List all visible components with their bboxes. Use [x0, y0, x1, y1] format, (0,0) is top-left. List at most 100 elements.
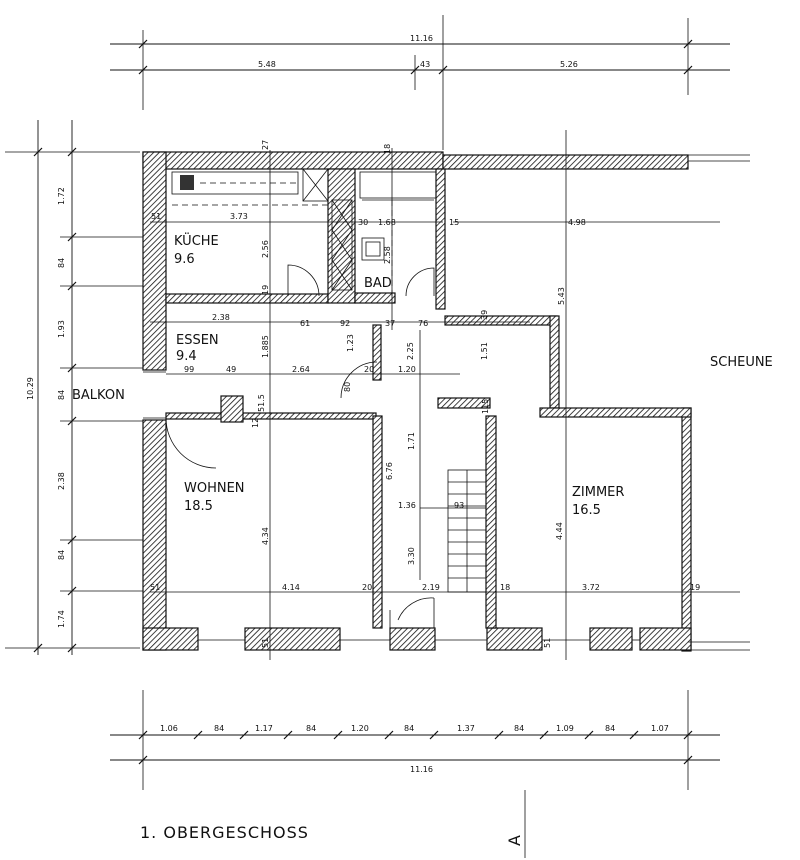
wall-bottom-5	[589, 627, 633, 651]
label-balkon: BALKON	[72, 388, 125, 403]
dim-bottom-seg-8: 84	[514, 724, 524, 733]
dim-wall-51e: 51	[543, 638, 552, 648]
dim-bad-wall: 30	[358, 218, 368, 227]
bottom-dimension-chain: 1.06 84 1.17 84 1.20 84 1.37 84 1.09 84 …	[110, 690, 720, 790]
dim-left-seg-3: 1.93	[57, 320, 66, 338]
wall-bottom-6	[639, 627, 692, 651]
wall-top-right	[442, 154, 689, 170]
wall-flur-top	[444, 315, 558, 326]
dim-bottom-total: 11.16	[410, 765, 433, 774]
wall-bottom-3	[389, 627, 436, 651]
title-block: 1. OBERGESCHOSS A	[140, 790, 526, 858]
wall-right	[681, 407, 692, 652]
wall-wohnen-top	[165, 412, 377, 420]
room-kueche-name: KÜCHE	[174, 232, 219, 249]
top-dimension-chain: 11.16 5.48 43 5.26	[110, 15, 730, 150]
dim-bottom-414: 4.14	[282, 583, 300, 592]
wall-stair-top	[437, 397, 491, 409]
dim-wall-51b: 51.5	[257, 394, 266, 412]
dim-kueche-h: 2.56	[261, 240, 270, 258]
wall-flur-left	[372, 415, 383, 629]
dim-row-49: 49	[226, 365, 236, 374]
dim-bottom-219: 2.19	[422, 583, 440, 592]
dim-wall-51c: 51	[150, 583, 160, 592]
dim-row-99: 99	[184, 365, 194, 374]
dim-wall-51d: 51	[261, 638, 270, 648]
dim-flur-93: 93	[454, 501, 464, 510]
dim-bottom-seg-11: 1.07	[651, 724, 669, 733]
room-essen-area: 9.4	[176, 349, 197, 364]
dim-row-120: 1.20	[398, 365, 416, 374]
door-essen-flur	[340, 361, 378, 399]
dim-essen-w: 2.38	[212, 313, 230, 322]
dim-bottom-seg-7: 1.37	[457, 724, 475, 733]
dim-row-80: 80	[343, 382, 352, 392]
wall-essen-divider	[372, 324, 382, 381]
dim-left-total: 10.29	[26, 377, 35, 400]
wall-bottom-4	[486, 627, 543, 651]
dim-bad-w: 1.68	[378, 218, 396, 227]
room-wohnen-area: 18.5	[184, 499, 213, 514]
wall-scheune-inner	[549, 315, 560, 409]
dim-left-seg-2: 84	[57, 258, 66, 268]
wall-zimmer-top	[539, 407, 692, 418]
dim-top-mid: 43	[420, 60, 430, 69]
dim-zimmer-h: 4.44	[555, 522, 564, 540]
wall-kueche-bottom	[165, 293, 329, 304]
dim-row-264: 2.64	[292, 365, 310, 374]
dim-essen-39: 39	[480, 310, 489, 320]
fixtures	[143, 148, 750, 651]
label-scheune: SCHEUNE	[710, 355, 773, 370]
dim-wall-18a: 18	[383, 144, 392, 154]
dim-essen-151: 1.51	[480, 342, 489, 360]
dim-bottom-seg-5: 1.20	[351, 724, 369, 733]
dim-bottom-seg-1: 1.06	[160, 724, 178, 733]
dim-left-seg-5: 2.38	[57, 472, 66, 490]
dim-wall-19a: 19	[261, 285, 270, 295]
dim-essen-h: 1.885	[261, 335, 270, 358]
dim-wall-51a: 51	[151, 212, 161, 221]
dim-right-h: 5.43	[557, 287, 566, 305]
wall-top-left	[142, 151, 444, 170]
dim-flur-136: 1.36	[398, 501, 416, 510]
dim-wohnen-h: 4.34	[261, 527, 270, 545]
dim-kueche-w: 3.73	[230, 212, 248, 221]
section-mark: A	[505, 834, 524, 846]
dim-bottom-seg-3: 1.17	[255, 724, 273, 733]
dim-essen-76: 76	[418, 319, 428, 328]
room-essen-name: ESSEN	[176, 333, 219, 348]
room-kueche-area: 9.6	[174, 252, 195, 267]
left-dimension-chain: 10.29 1.72 84 1.93 84 2.38 84 1.74	[5, 120, 150, 655]
dim-bottom-seg-10: 84	[605, 724, 615, 733]
dim-essen-61: 61	[300, 319, 310, 328]
door-flur-bottom	[397, 597, 435, 621]
wall-left-upper	[142, 151, 167, 371]
plan-title: 1. OBERGESCHOSS	[140, 823, 309, 842]
door-kueche	[287, 264, 320, 297]
dim-top-total: 11.16	[410, 34, 433, 43]
dim-bad-h: 2.58	[383, 246, 392, 264]
dim-flur-676: 6.76	[385, 462, 394, 480]
walls	[142, 151, 692, 652]
dim-wall-27: 27	[261, 140, 270, 150]
dim-bottom-19: 19	[690, 583, 700, 592]
dim-essen-37: 37	[385, 319, 395, 328]
dim-bottom-seg-4: 84	[306, 724, 316, 733]
wall-chimney	[220, 395, 244, 423]
dim-bottom-372: 3.72	[582, 583, 600, 592]
dim-essen-123: 1.23	[346, 334, 355, 352]
dim-flur-330: 3.30	[407, 547, 416, 565]
dim-wall-115: 115	[481, 399, 490, 414]
dim-left-seg-7: 1.74	[57, 610, 66, 628]
wall-left-lower	[142, 419, 167, 651]
room-bad-name: BAD	[364, 276, 392, 291]
wall-bottom-2	[244, 627, 341, 651]
wall-bottom-1	[142, 627, 199, 651]
dim-left-seg-4: 84	[57, 390, 66, 400]
dim-wall-15: 15	[449, 218, 459, 227]
room-zimmer-name: ZIMMER	[572, 485, 624, 500]
door-balkon	[165, 417, 217, 469]
dim-right-w: 4.98	[568, 218, 586, 227]
dim-wall-12: 12	[251, 418, 260, 428]
